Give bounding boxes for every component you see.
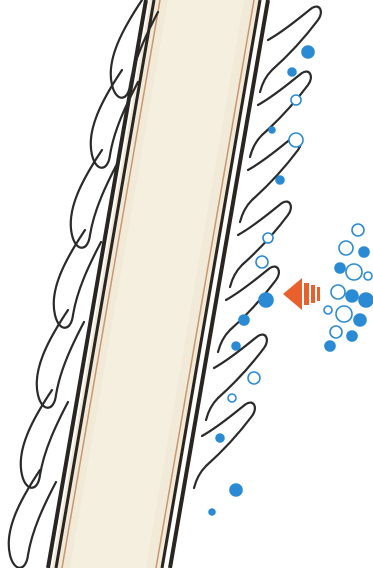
left-villus-6 [21, 390, 68, 488]
bubble-icon [209, 509, 215, 515]
right-villus-5 [218, 267, 279, 352]
bubble-icon [330, 326, 342, 338]
bubble-icon [354, 314, 366, 326]
bubble-icon [347, 331, 357, 341]
bubble-icon [291, 95, 301, 105]
bubble-icon [216, 434, 224, 442]
bubble-icon [232, 342, 240, 350]
bubble-icon [346, 264, 362, 280]
bubble-icon [359, 293, 373, 307]
bubble-icon [248, 372, 260, 384]
bubble-icon [259, 293, 273, 307]
right-villus-7 [194, 403, 255, 488]
bubble-icon [269, 127, 275, 133]
right-villus-4 [230, 202, 291, 287]
bubble-icon [302, 46, 314, 58]
bubble-icon [324, 306, 332, 314]
particle-cluster [324, 224, 373, 351]
bubble-icon [359, 247, 369, 257]
bubble-icon [339, 241, 353, 255]
bubble-icon [336, 306, 352, 322]
bubble-icon [331, 285, 345, 299]
bubble-icon [289, 133, 303, 147]
bubble-icon [335, 263, 345, 273]
bubble-icon [239, 315, 249, 325]
bubble-icon [276, 176, 284, 184]
bubble-icon [288, 68, 296, 76]
bubble-icon [256, 256, 268, 268]
bubble-icon [346, 290, 358, 302]
bubble-icon [263, 233, 273, 243]
bubble-icon [228, 394, 236, 402]
bubble-icon [325, 341, 335, 351]
bubble-icon [352, 224, 364, 236]
arrow-left-icon [283, 278, 320, 310]
bubble-icon [364, 272, 372, 280]
bubble-icon [230, 484, 242, 496]
